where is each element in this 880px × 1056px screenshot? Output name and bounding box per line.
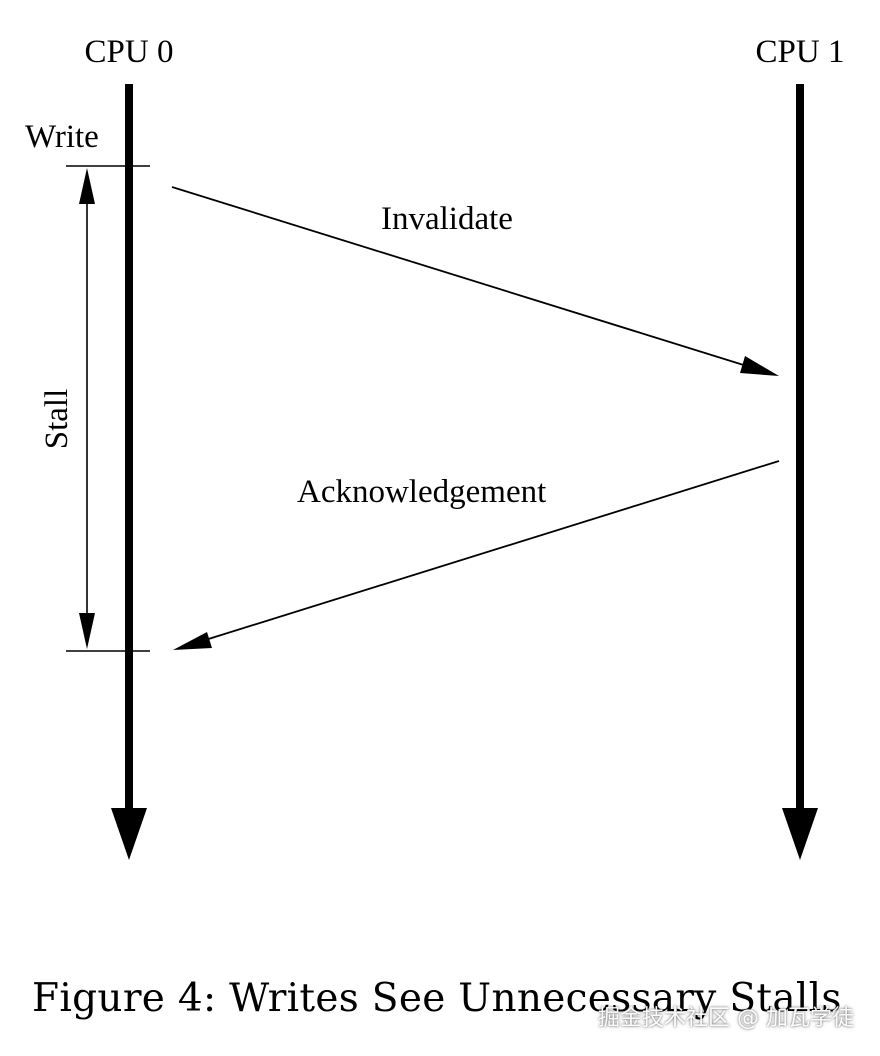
stall-arrowhead-bottom: [79, 613, 95, 649]
acknowledgement-arrowhead: [173, 632, 212, 650]
invalidate-label: Invalidate: [381, 201, 513, 237]
cpu0-label: CPU 0: [85, 34, 174, 70]
write-label: Write: [25, 119, 99, 155]
acknowledgement-message-arrow: [173, 460, 780, 650]
cpu1-timeline-arrowhead: [782, 808, 818, 860]
stall-arrowhead-top: [79, 168, 95, 204]
invalidate-message-arrow: [171, 186, 779, 376]
cpu0-timeline: [111, 84, 147, 860]
acknowledgement-label: Acknowledgement: [297, 474, 546, 510]
figure-caption: Figure 4: Writes See Unnecessary Stalls: [32, 976, 842, 1021]
watermark: 掘金技术社区 @ 加瓦学徒: [598, 1006, 854, 1031]
cpu0-timeline-arrowhead: [111, 808, 147, 860]
invalidate-arrowhead: [740, 356, 779, 376]
stall-interval-arrow: [79, 168, 95, 649]
cpu1-timeline: [782, 84, 818, 860]
stall-label: Stall: [39, 389, 75, 450]
cpu1-label: CPU 1: [756, 34, 845, 70]
